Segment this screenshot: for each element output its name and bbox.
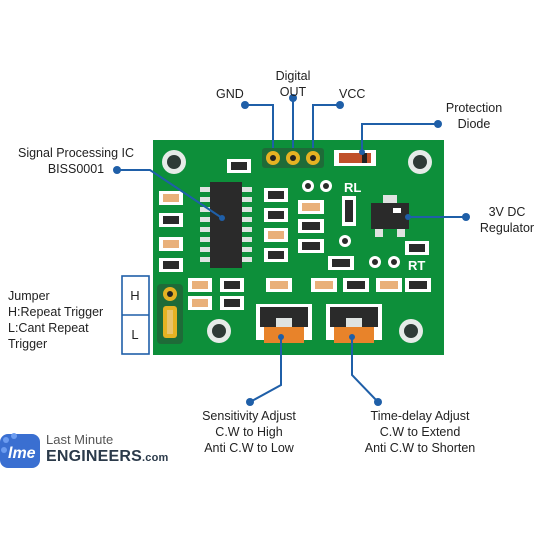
jumper-label: Jumper H:Repeat Trigger L:Cant Repeat Tr… — [8, 288, 103, 352]
sensitivity-line2: C.W to High — [215, 425, 283, 439]
voltage-regulator — [371, 195, 409, 237]
smd-components — [159, 159, 431, 310]
time-delay-label: Time-delay Adjust C.W to Extend Anti C.W… — [350, 408, 490, 456]
sensor-pads — [302, 180, 400, 268]
sensitivity-pot — [256, 304, 312, 343]
protection-diode-label: Protection Diode — [436, 100, 512, 132]
rl-label: RL — [344, 180, 361, 195]
biss0001-ic — [200, 182, 252, 268]
jumper-l-label: L — [131, 327, 139, 342]
logo-line1: Last Minute — [46, 432, 114, 447]
jumper-block — [157, 284, 183, 344]
protection-diode-line1: Protection — [445, 101, 503, 115]
jumper-line1: Jumper — [8, 289, 50, 303]
header-pins — [262, 148, 324, 168]
time-delay-pot — [326, 304, 382, 343]
mounting-holes — [162, 150, 432, 343]
protection-diode — [334, 150, 376, 166]
rt-label: RT — [408, 258, 425, 273]
digital-out-label: Digital OUT — [266, 68, 320, 100]
logo-mark-text: lme — [8, 445, 36, 462]
jumper-line3: L:Cant Repeat — [8, 321, 89, 335]
time-delay-line3: Anti C.W to Shorten — [364, 441, 476, 455]
jumper-line4: Trigger — [8, 337, 48, 351]
logo-suffix: .com — [142, 452, 169, 464]
callout-lines — [117, 98, 466, 403]
logo-line2: ENGINEERS.com — [46, 448, 169, 466]
regulator-label: 3V DC Regulator — [474, 204, 540, 236]
sensitivity-line3: Anti C.W to Low — [204, 441, 294, 455]
jumper-h-label: H — [130, 288, 140, 303]
sensitivity-label: Sensitivity Adjust C.W to High Anti C.W … — [184, 408, 314, 456]
digital-out-line1: Digital — [275, 69, 311, 83]
regulator-line2: Regulator — [479, 221, 535, 235]
time-delay-line2: C.W to Extend — [379, 425, 461, 439]
regulator-line1: 3V DC — [488, 205, 526, 219]
logo-mark-icon — [0, 433, 40, 468]
jumper-line2: H:Repeat Trigger — [8, 305, 104, 319]
digital-out-line2: OUT — [279, 85, 307, 99]
gnd-label: GND — [216, 87, 244, 101]
sensitivity-line1: Sensitivity Adjust — [202, 409, 296, 423]
vcc-label: VCC — [339, 87, 366, 101]
callout-dots — [113, 94, 470, 406]
logo-engineers: ENGINEERS — [46, 448, 143, 465]
signal-ic-label: Signal Processing IC BISS0001 — [8, 145, 144, 177]
signal-ic-line2: BISS0001 — [47, 162, 105, 176]
protection-diode-line2: Diode — [457, 117, 491, 131]
signal-ic-line1: Signal Processing IC — [17, 146, 135, 160]
jumper-hl-box — [121, 275, 150, 355]
time-delay-line1: Time-delay Adjust — [370, 409, 470, 423]
